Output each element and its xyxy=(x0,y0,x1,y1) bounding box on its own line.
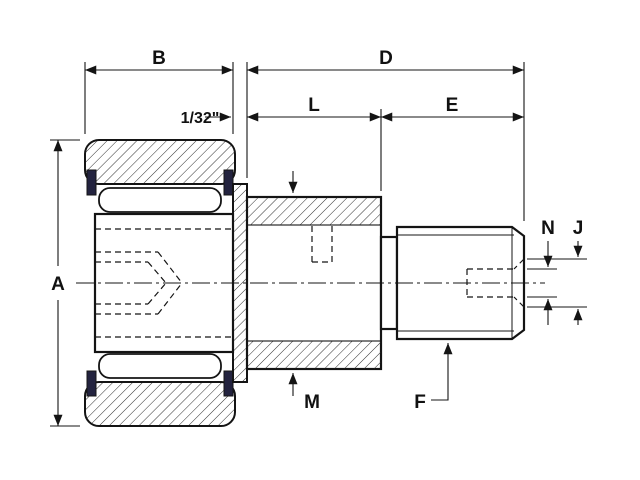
dim-label-m: M xyxy=(304,392,320,413)
dim-label-f: F xyxy=(414,392,426,413)
dim-label-j: J xyxy=(573,218,584,239)
leader-f xyxy=(431,343,453,401)
outer-ring-top-section xyxy=(84,139,236,185)
seal-bottom-right xyxy=(223,370,234,397)
hidden-detail-lines xyxy=(95,226,525,338)
dim-label-offset: 1/32" xyxy=(181,110,220,127)
hex-socket-cone xyxy=(157,282,183,315)
seal-top-left xyxy=(86,169,97,196)
seal-bottom-left xyxy=(86,370,97,397)
needle-roller-bottom xyxy=(98,353,222,379)
needle-roller-top xyxy=(98,187,222,213)
collar-hatch-top xyxy=(246,196,382,226)
dim-label-e: E xyxy=(446,95,459,116)
outer-ring xyxy=(84,139,236,427)
dim-label-a: A xyxy=(51,274,65,295)
outer-ring-bottom-section xyxy=(84,381,236,427)
seal-top-right xyxy=(223,169,234,196)
collar-hatch-bottom xyxy=(246,340,382,370)
dim-label-l: L xyxy=(308,95,320,116)
hex-socket-inner-cone xyxy=(147,282,167,305)
center-hole-countersink xyxy=(513,258,525,270)
hex-socket-inner-cone xyxy=(147,261,167,284)
dimension-lines xyxy=(53,65,583,426)
dim-label-b: B xyxy=(152,48,166,69)
dim-label-d: D xyxy=(379,48,393,69)
dimension-labels: B D 1/32" L E A N J M F xyxy=(51,48,583,413)
hex-socket-cone xyxy=(157,251,183,284)
seals xyxy=(86,169,234,397)
dim-label-n: N xyxy=(541,218,555,239)
needle-rollers xyxy=(98,187,222,379)
center-hole-countersink xyxy=(513,296,525,308)
